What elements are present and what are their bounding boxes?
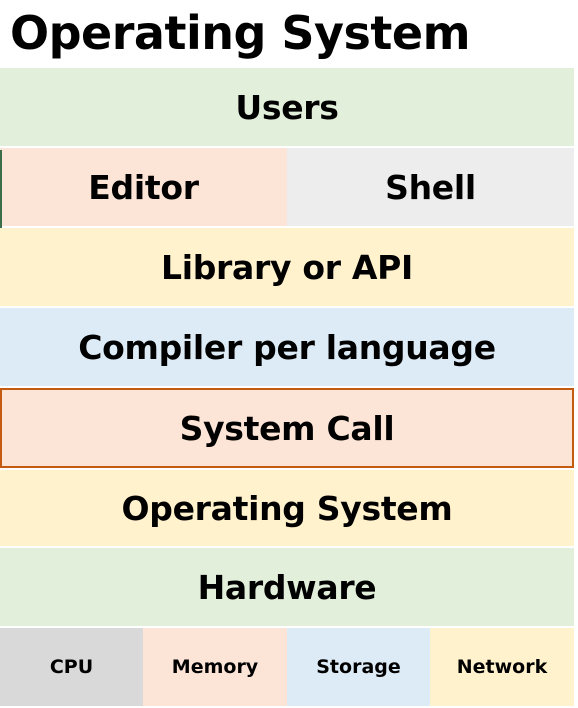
layer-library: Library or API <box>0 228 574 306</box>
layer-editor: Editor <box>0 148 287 226</box>
component-memory: Memory <box>143 628 287 706</box>
layer-operating-system-label: Operating System <box>121 488 453 528</box>
layer-users: Users <box>0 68 574 146</box>
component-cpu-label: CPU <box>49 656 94 678</box>
layer-hardware-label: Hardware <box>197 567 377 607</box>
layer-system-call: System Call <box>0 388 574 468</box>
layer-library-label: Library or API <box>160 247 414 287</box>
layer-system-call-label: System Call <box>179 408 395 448</box>
layer-shell: Shell <box>287 148 574 226</box>
layer-users-label: Users <box>235 87 339 127</box>
layer-hardware: Hardware <box>0 548 574 626</box>
diagram-title: Operating System <box>10 6 471 60</box>
component-memory-label: Memory <box>171 656 259 678</box>
layer-operating-system: Operating System <box>0 470 574 546</box>
layer-compiler-label: Compiler per language <box>78 327 496 367</box>
component-network-label: Network <box>456 656 548 678</box>
layer-editor-label: Editor <box>88 167 199 207</box>
left-edge-marker <box>0 150 2 228</box>
layer-shell-label: Shell <box>385 167 476 207</box>
component-storage-label: Storage <box>316 656 401 678</box>
component-storage: Storage <box>287 628 430 706</box>
layer-editor-shell: Editor Shell <box>0 148 574 226</box>
component-cpu: CPU <box>0 628 143 706</box>
component-network: Network <box>430 628 574 706</box>
layer-compiler: Compiler per language <box>0 308 574 386</box>
hardware-components: CPU Memory Storage Network <box>0 628 574 706</box>
